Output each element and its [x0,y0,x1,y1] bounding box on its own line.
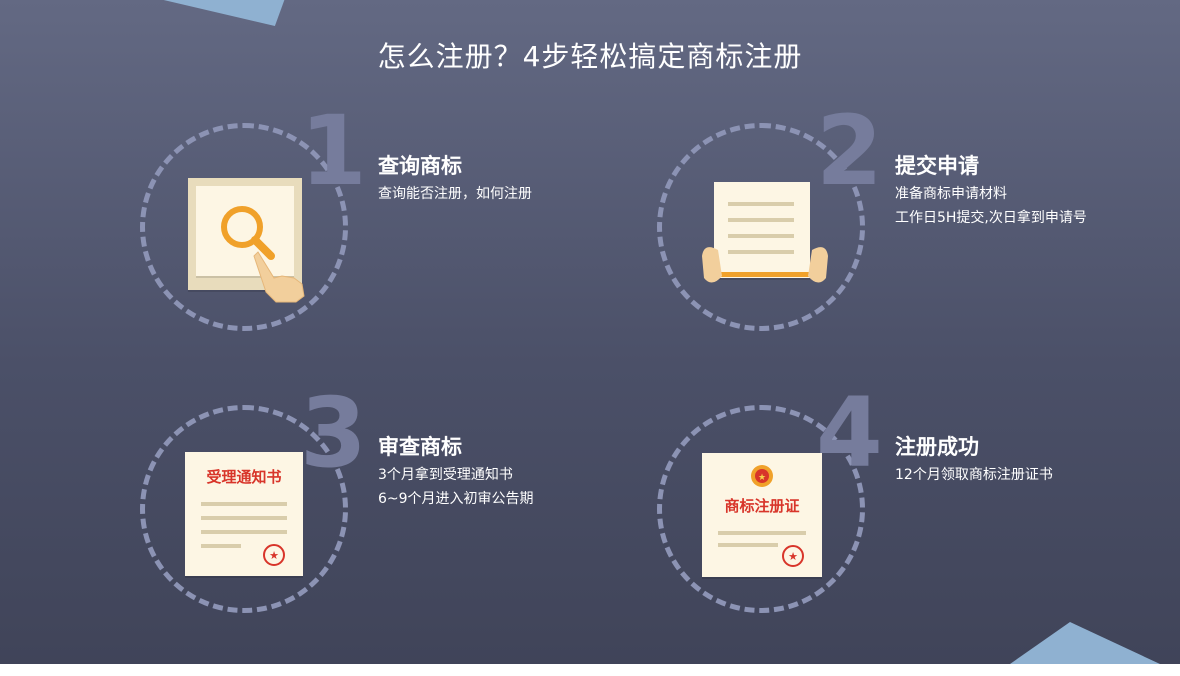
step-description-line: 查询能否注册，如何注册 [378,186,532,202]
step-title: 审查商标 [378,435,462,459]
step-title: 注册成功 [895,435,979,459]
emblem-icon: ★ [751,465,773,487]
step-description-line: 工作日5H提交,次日拿到申请号 [895,210,1087,226]
step-ring [657,123,865,331]
step-description: 查询能否注册，如何注册 [378,182,532,206]
step-description-line: 3个月拿到受理通知书 [378,467,513,483]
step-description: 3个月拿到受理通知书 6~9个月进入初审公告期 [378,463,534,511]
svg-text:★: ★ [758,473,766,483]
acceptance-notice-icon: 受理通知书 ★ [185,452,305,578]
corner-decoration-top [144,0,286,26]
step-number: 4 [816,377,883,489]
step-number: 2 [816,95,883,207]
step-ring [140,123,348,331]
search-icon [188,178,304,294]
svg-text:★: ★ [269,549,279,562]
step-number: 1 [300,95,367,207]
document-hands-icon [700,180,830,300]
step-description-line: 准备商标申请材料 [895,186,1007,202]
registration-certificate-icon: ★ 商标注册证 ★ [702,453,824,579]
step-description: 准备商标申请材料 工作日5H提交,次日拿到申请号 [895,182,1087,230]
page-title: 怎么注册？4步轻松搞定商标注册 [377,40,803,73]
hand-pointer-icon [252,248,308,308]
step-title: 查询商标 [378,154,462,178]
step-description: 12个月领取商标注册证书 [895,463,1053,487]
document-title: 受理通知书 [206,468,282,486]
step-ring [657,405,865,613]
document-title: 商标注册证 [724,497,800,515]
step-description-line: 6~9个月进入初审公告期 [378,491,534,507]
step-description-line: 12个月领取商标注册证书 [895,467,1053,483]
corner-decoration-bottom [1010,622,1160,664]
seal-icon: ★ [782,545,804,567]
svg-text:★: ★ [788,550,798,563]
step-number: 3 [300,377,367,489]
step-title: 提交申请 [895,154,979,178]
step-ring [140,405,348,613]
seal-icon: ★ [263,544,285,566]
